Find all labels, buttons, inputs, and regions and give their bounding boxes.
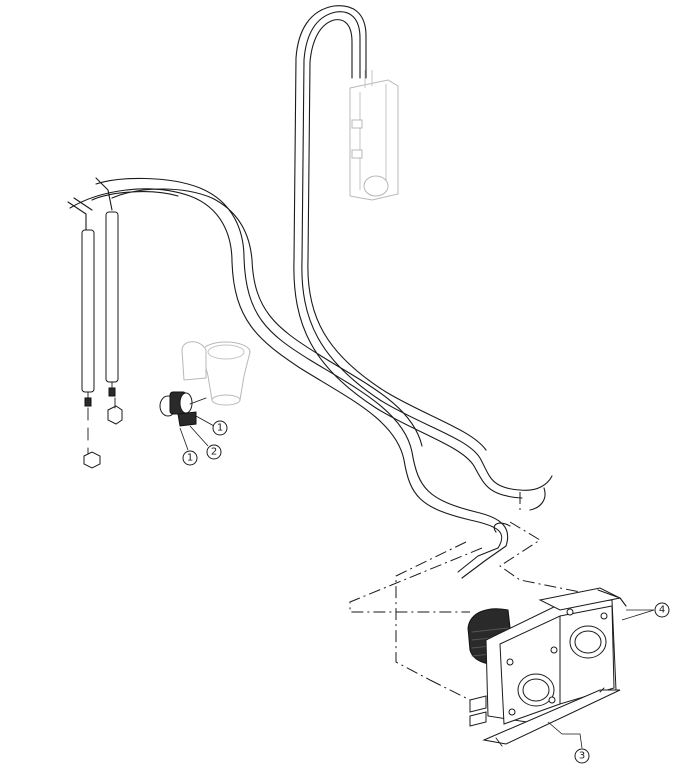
callout-1-lower: 1	[182, 450, 198, 466]
tube-bundle-left	[69, 177, 546, 579]
assembly-lines	[349, 492, 601, 701]
fitting-assembly	[159, 391, 207, 427]
callout-2: 2	[206, 444, 222, 460]
callout-4: 4	[654, 602, 670, 618]
pressure-switch-ghost	[349, 70, 399, 201]
callout-3: 3	[574, 748, 590, 764]
svg-text:3: 3	[579, 751, 585, 762]
ignition-electrodes	[67, 177, 123, 469]
callout-1-upper: 1	[212, 420, 228, 436]
gas-valve-unit	[467, 587, 627, 747]
svg-text:4: 4	[659, 605, 665, 616]
tube-bundle-right	[293, 5, 553, 499]
svg-text:1: 1	[187, 453, 193, 464]
svg-text:1: 1	[217, 423, 223, 434]
burner-fitting-ghost	[181, 341, 251, 406]
svg-text:2: 2	[211, 447, 217, 458]
callout-leaders	[179, 415, 655, 749]
